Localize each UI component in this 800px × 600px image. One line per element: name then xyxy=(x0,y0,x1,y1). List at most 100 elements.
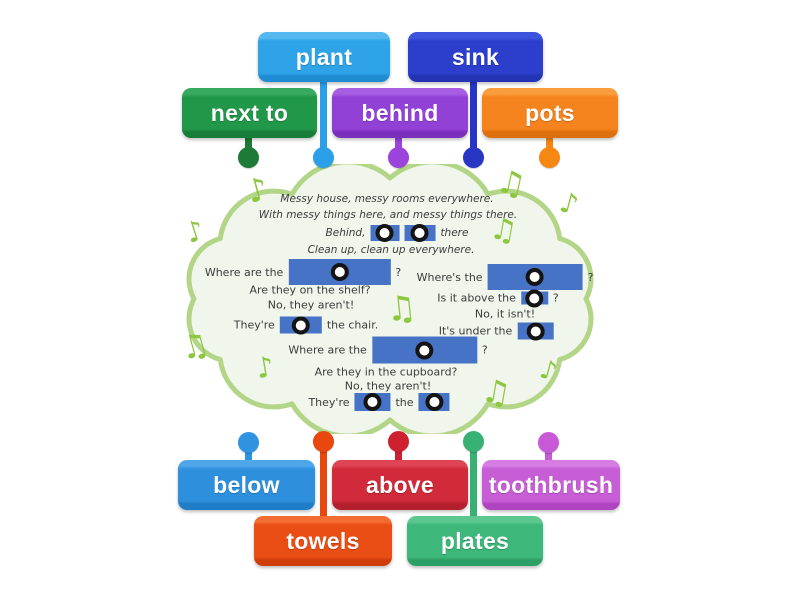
drop-zone[interactable] xyxy=(418,393,450,411)
label-toothbrush[interactable]: toothbrush xyxy=(482,460,620,510)
song-text: Behind, xyxy=(325,227,366,239)
song-line: Is it above the? xyxy=(437,289,559,307)
pin-pots[interactable] xyxy=(538,146,560,168)
drop-target-marker xyxy=(526,268,545,286)
song-line: No, it isn't! xyxy=(475,308,535,321)
song-line: Where are the? xyxy=(288,336,488,364)
pin-plates[interactable] xyxy=(462,430,484,452)
drop-target-marker xyxy=(375,224,394,242)
label-plates[interactable]: plates xyxy=(407,516,543,566)
song-line: Messy house, messy rooms everywhere. xyxy=(280,193,493,205)
song-line: Are they in the cupboard? xyxy=(315,366,458,379)
drop-target-marker xyxy=(526,322,545,340)
label-behind[interactable]: behind xyxy=(332,88,468,138)
pin-stem-below xyxy=(244,442,252,464)
song-line: They're the xyxy=(308,393,450,411)
pin-sink[interactable] xyxy=(462,146,484,168)
pin-stem-pots xyxy=(545,134,553,157)
song-text: No, they aren't! xyxy=(267,298,355,312)
song-line: Where are the? xyxy=(205,259,401,285)
pin-above[interactable] xyxy=(387,430,409,452)
label-text: behind xyxy=(361,99,439,126)
label-text: plates xyxy=(440,527,510,554)
song-text: the xyxy=(395,395,414,409)
song-text: Where are the xyxy=(204,265,284,279)
song-text: No, they aren't! xyxy=(344,379,432,393)
drop-zone[interactable] xyxy=(371,336,477,364)
song-text: Where's the xyxy=(416,270,483,284)
pin-plant[interactable] xyxy=(312,146,334,168)
label-next-to[interactable]: next to xyxy=(182,88,317,138)
label-pots[interactable]: pots xyxy=(482,88,618,138)
song-line: No, they aren't! xyxy=(268,299,355,312)
label-text: plant xyxy=(295,43,353,70)
pin-stem-plant xyxy=(319,78,327,157)
song-line: Behind, there xyxy=(325,224,469,242)
drop-target-marker xyxy=(291,316,310,334)
label-above[interactable]: above xyxy=(332,460,468,510)
song-text: Clean up, clean up everywhere. xyxy=(307,244,475,256)
drop-zone[interactable] xyxy=(354,393,391,411)
song-text: They're xyxy=(233,318,275,332)
drop-zone[interactable] xyxy=(487,264,583,290)
song-line: No, they aren't! xyxy=(345,380,432,393)
drop-target-marker xyxy=(363,393,382,411)
label-sink[interactable]: sink xyxy=(408,32,543,82)
label-text: towels xyxy=(286,527,360,554)
song-line: Are they on the shelf? xyxy=(249,284,370,297)
song-line: Where's the? xyxy=(416,264,594,290)
drop-target-marker xyxy=(330,263,349,281)
pin-stem-plates xyxy=(469,441,477,520)
song-line: They're the chair. xyxy=(233,316,379,334)
song-text: Where are the xyxy=(288,343,367,357)
drop-zone[interactable] xyxy=(517,322,554,340)
song-text: Is it above the xyxy=(437,291,516,305)
label-text: next to xyxy=(210,99,289,126)
pin-stem-behind xyxy=(394,134,402,157)
song-text: Are they on the shelf? xyxy=(249,283,371,297)
pin-behind[interactable] xyxy=(387,146,409,168)
drop-zone[interactable] xyxy=(279,316,322,334)
drop-target-marker xyxy=(425,393,444,411)
song-text: ? xyxy=(481,343,488,357)
pin-towels[interactable] xyxy=(312,430,334,452)
song-line: With messy things here, and messy things… xyxy=(259,209,517,221)
pin-stem-above xyxy=(394,441,402,464)
song-text: Are they in the cupboard? xyxy=(314,365,458,379)
song-text: ? xyxy=(552,291,559,305)
drop-zone[interactable] xyxy=(370,224,400,242)
label-text: toothbrush xyxy=(488,471,614,498)
pin-next-to[interactable] xyxy=(237,146,259,168)
song-text: They're xyxy=(308,395,350,409)
pin-stem-sink xyxy=(469,78,477,157)
pin-stem-next-to xyxy=(244,134,252,157)
pin-stem-toothbrush xyxy=(544,442,552,464)
song-text: ? xyxy=(587,270,594,284)
song-text: With messy things here, and messy things… xyxy=(258,209,518,221)
drop-target-marker xyxy=(525,289,544,307)
label-text: sink xyxy=(451,43,500,70)
label-text: below xyxy=(213,471,280,498)
drop-zone[interactable] xyxy=(520,289,548,307)
song-line: Clean up, clean up everywhere. xyxy=(308,244,475,256)
song-text: ? xyxy=(395,265,402,279)
drop-zone[interactable] xyxy=(288,259,391,285)
cloud-shape xyxy=(186,164,594,434)
label-plant[interactable]: plant xyxy=(258,32,390,82)
drop-target-marker xyxy=(415,341,434,359)
cloud-background xyxy=(186,164,594,434)
label-towels[interactable]: towels xyxy=(254,516,392,566)
label-text: pots xyxy=(525,99,575,126)
song-text: the chair. xyxy=(326,318,379,332)
drop-zone[interactable] xyxy=(404,224,436,242)
song-text: It's under the xyxy=(438,324,513,338)
music-note-icon: ♫ xyxy=(383,287,419,331)
pin-toothbrush[interactable] xyxy=(537,431,559,453)
label-below[interactable]: below xyxy=(178,460,315,510)
label-text: above xyxy=(366,471,434,498)
pin-below[interactable] xyxy=(237,431,259,453)
song-text: there xyxy=(440,227,469,239)
drop-target-marker xyxy=(410,224,429,242)
music-note-icon: ♫ xyxy=(478,370,514,414)
